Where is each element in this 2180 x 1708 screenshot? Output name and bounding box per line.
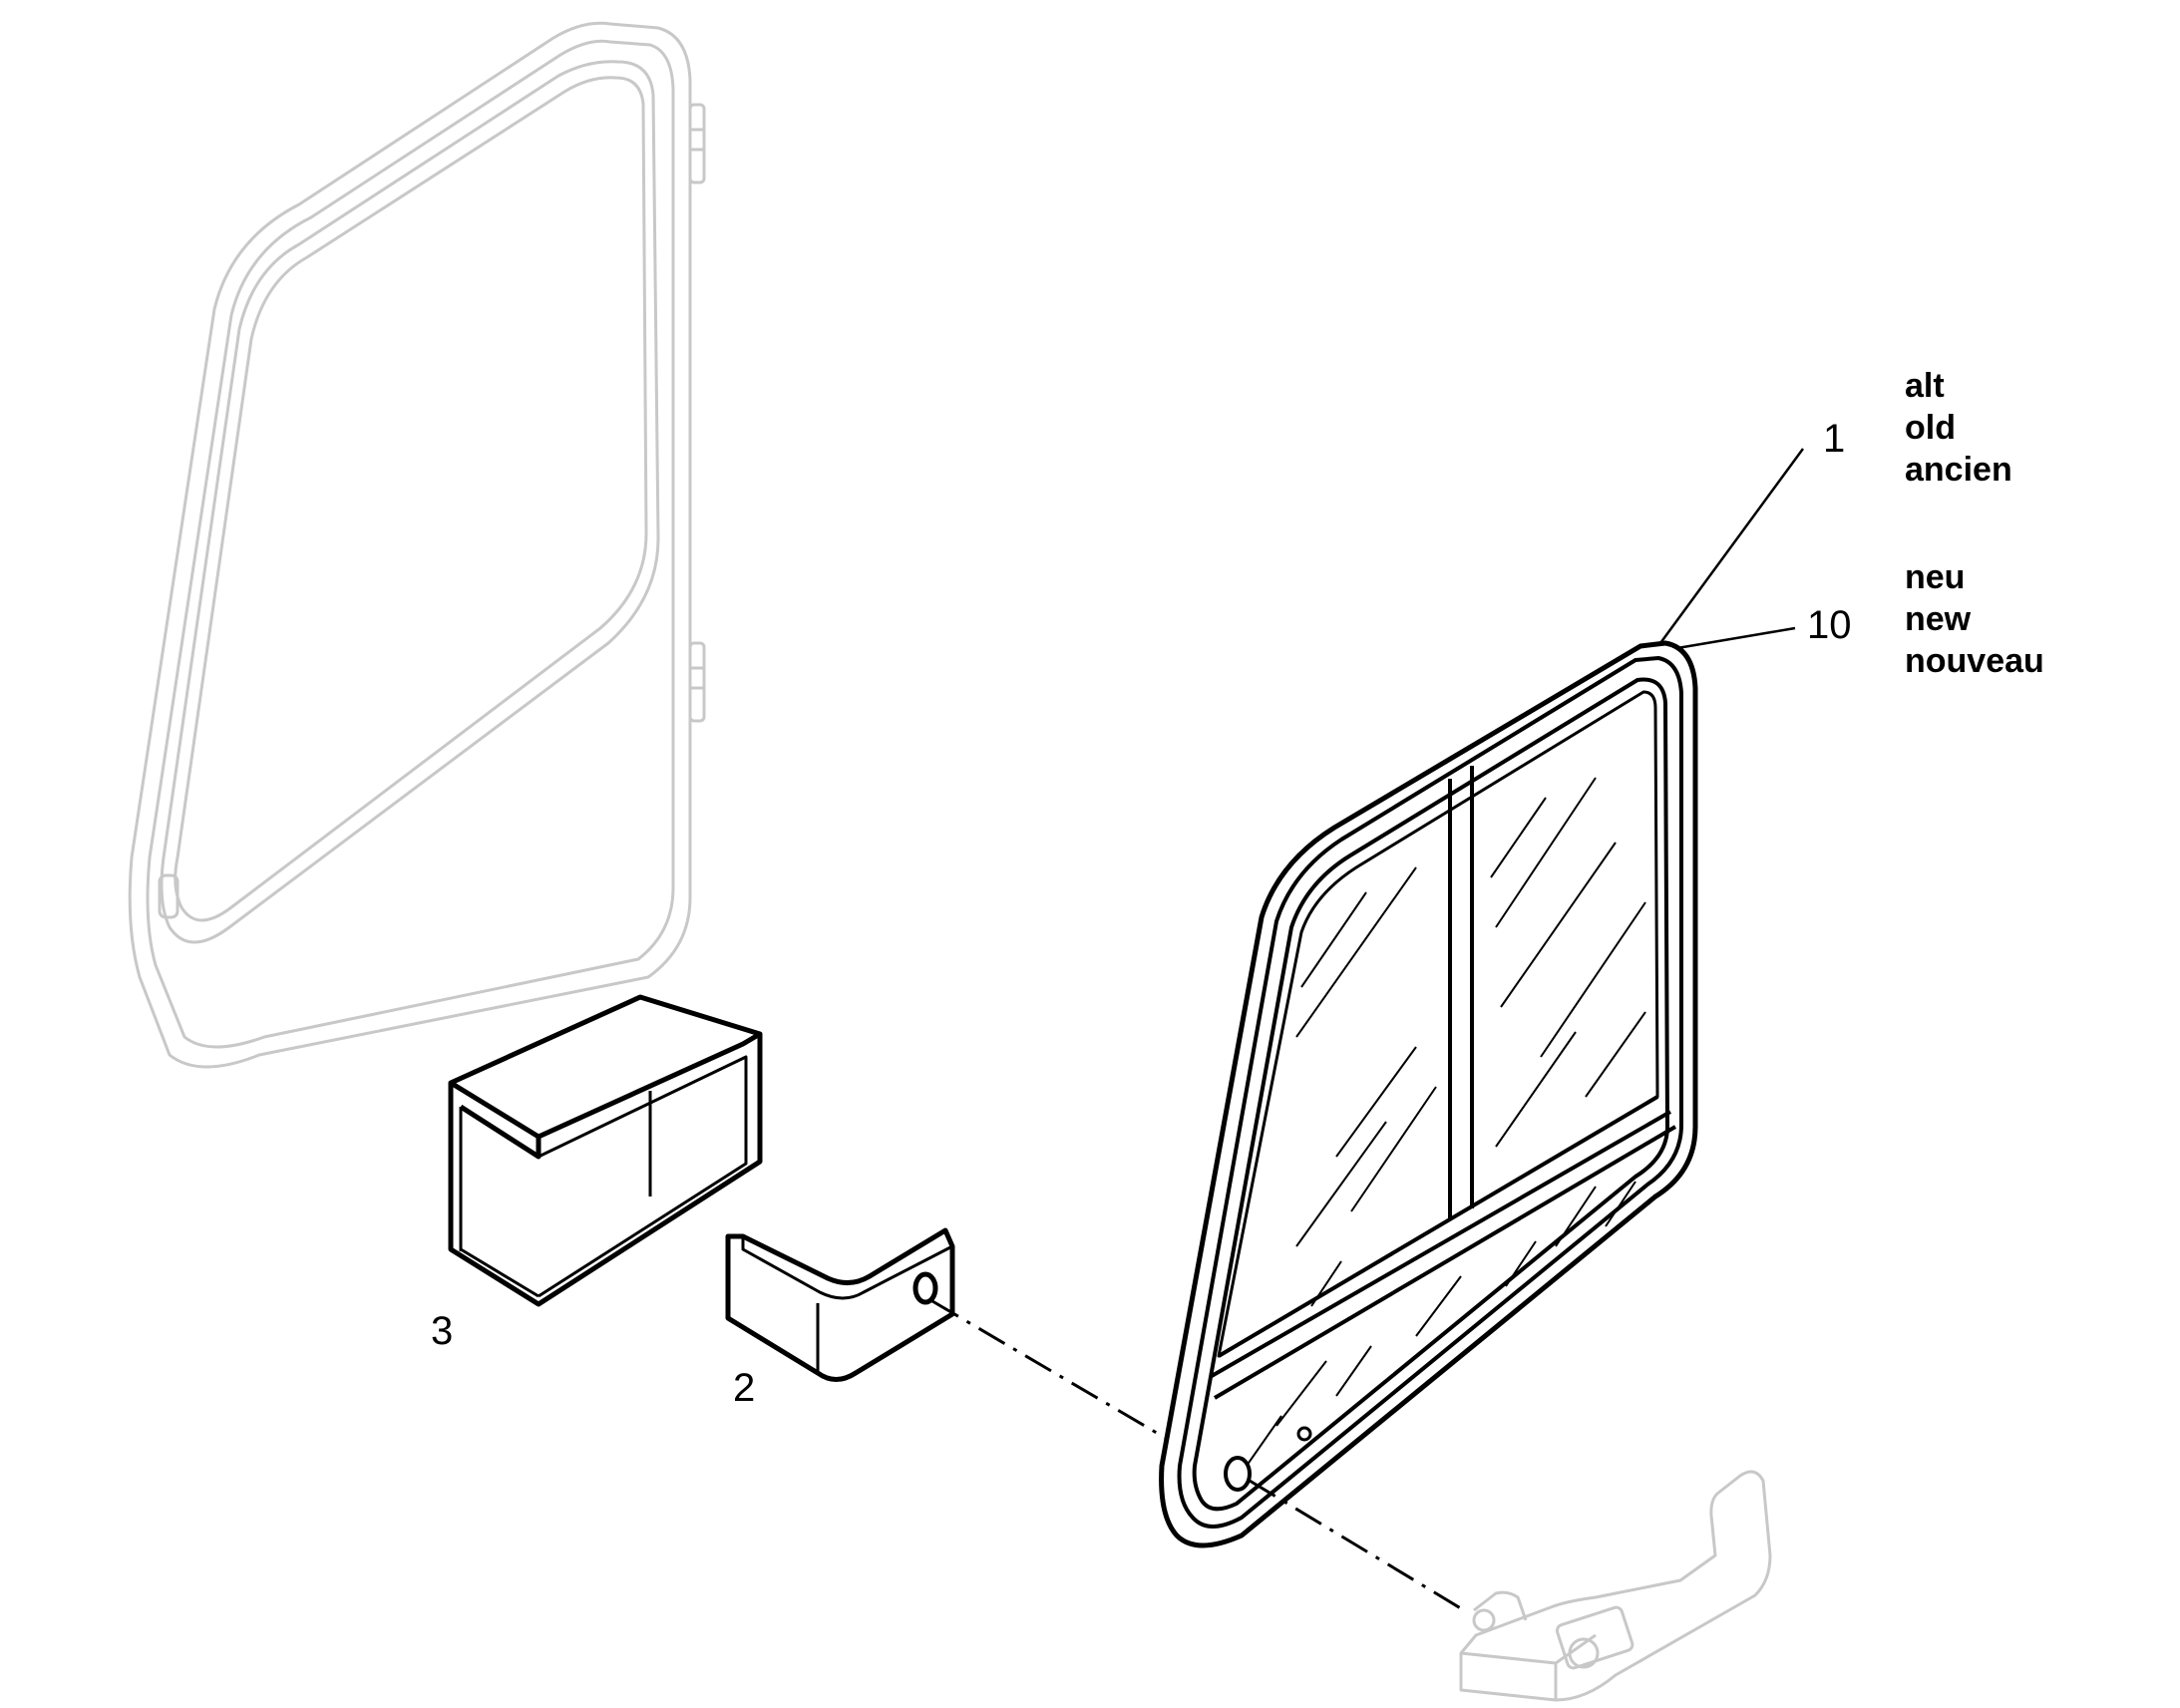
part-1-window-frame [1159, 640, 1698, 1548]
label-old-fr: ancien [1905, 451, 2012, 489]
callout-2: 2 [733, 1366, 755, 1410]
part-2-l-bracket [725, 1227, 955, 1382]
part-3-box-frame [448, 994, 763, 1307]
assembly-axis-lines [931, 1299, 1465, 1612]
door-handle-ghost [1459, 1470, 1772, 1702]
label-new-fr: nouveau [1905, 642, 2044, 680]
callout-3: 3 [431, 1309, 453, 1353]
label-old-de: alt [1905, 367, 1945, 405]
callout-1: 1 [1823, 417, 1845, 461]
door-frame-ghost [128, 21, 706, 1069]
label-old-en: old [1905, 409, 1956, 447]
leader-lines [1658, 448, 1805, 650]
callout-10: 10 [1807, 603, 1852, 647]
label-new-de: neu [1905, 558, 1965, 596]
label-new-en: new [1905, 600, 1972, 638]
